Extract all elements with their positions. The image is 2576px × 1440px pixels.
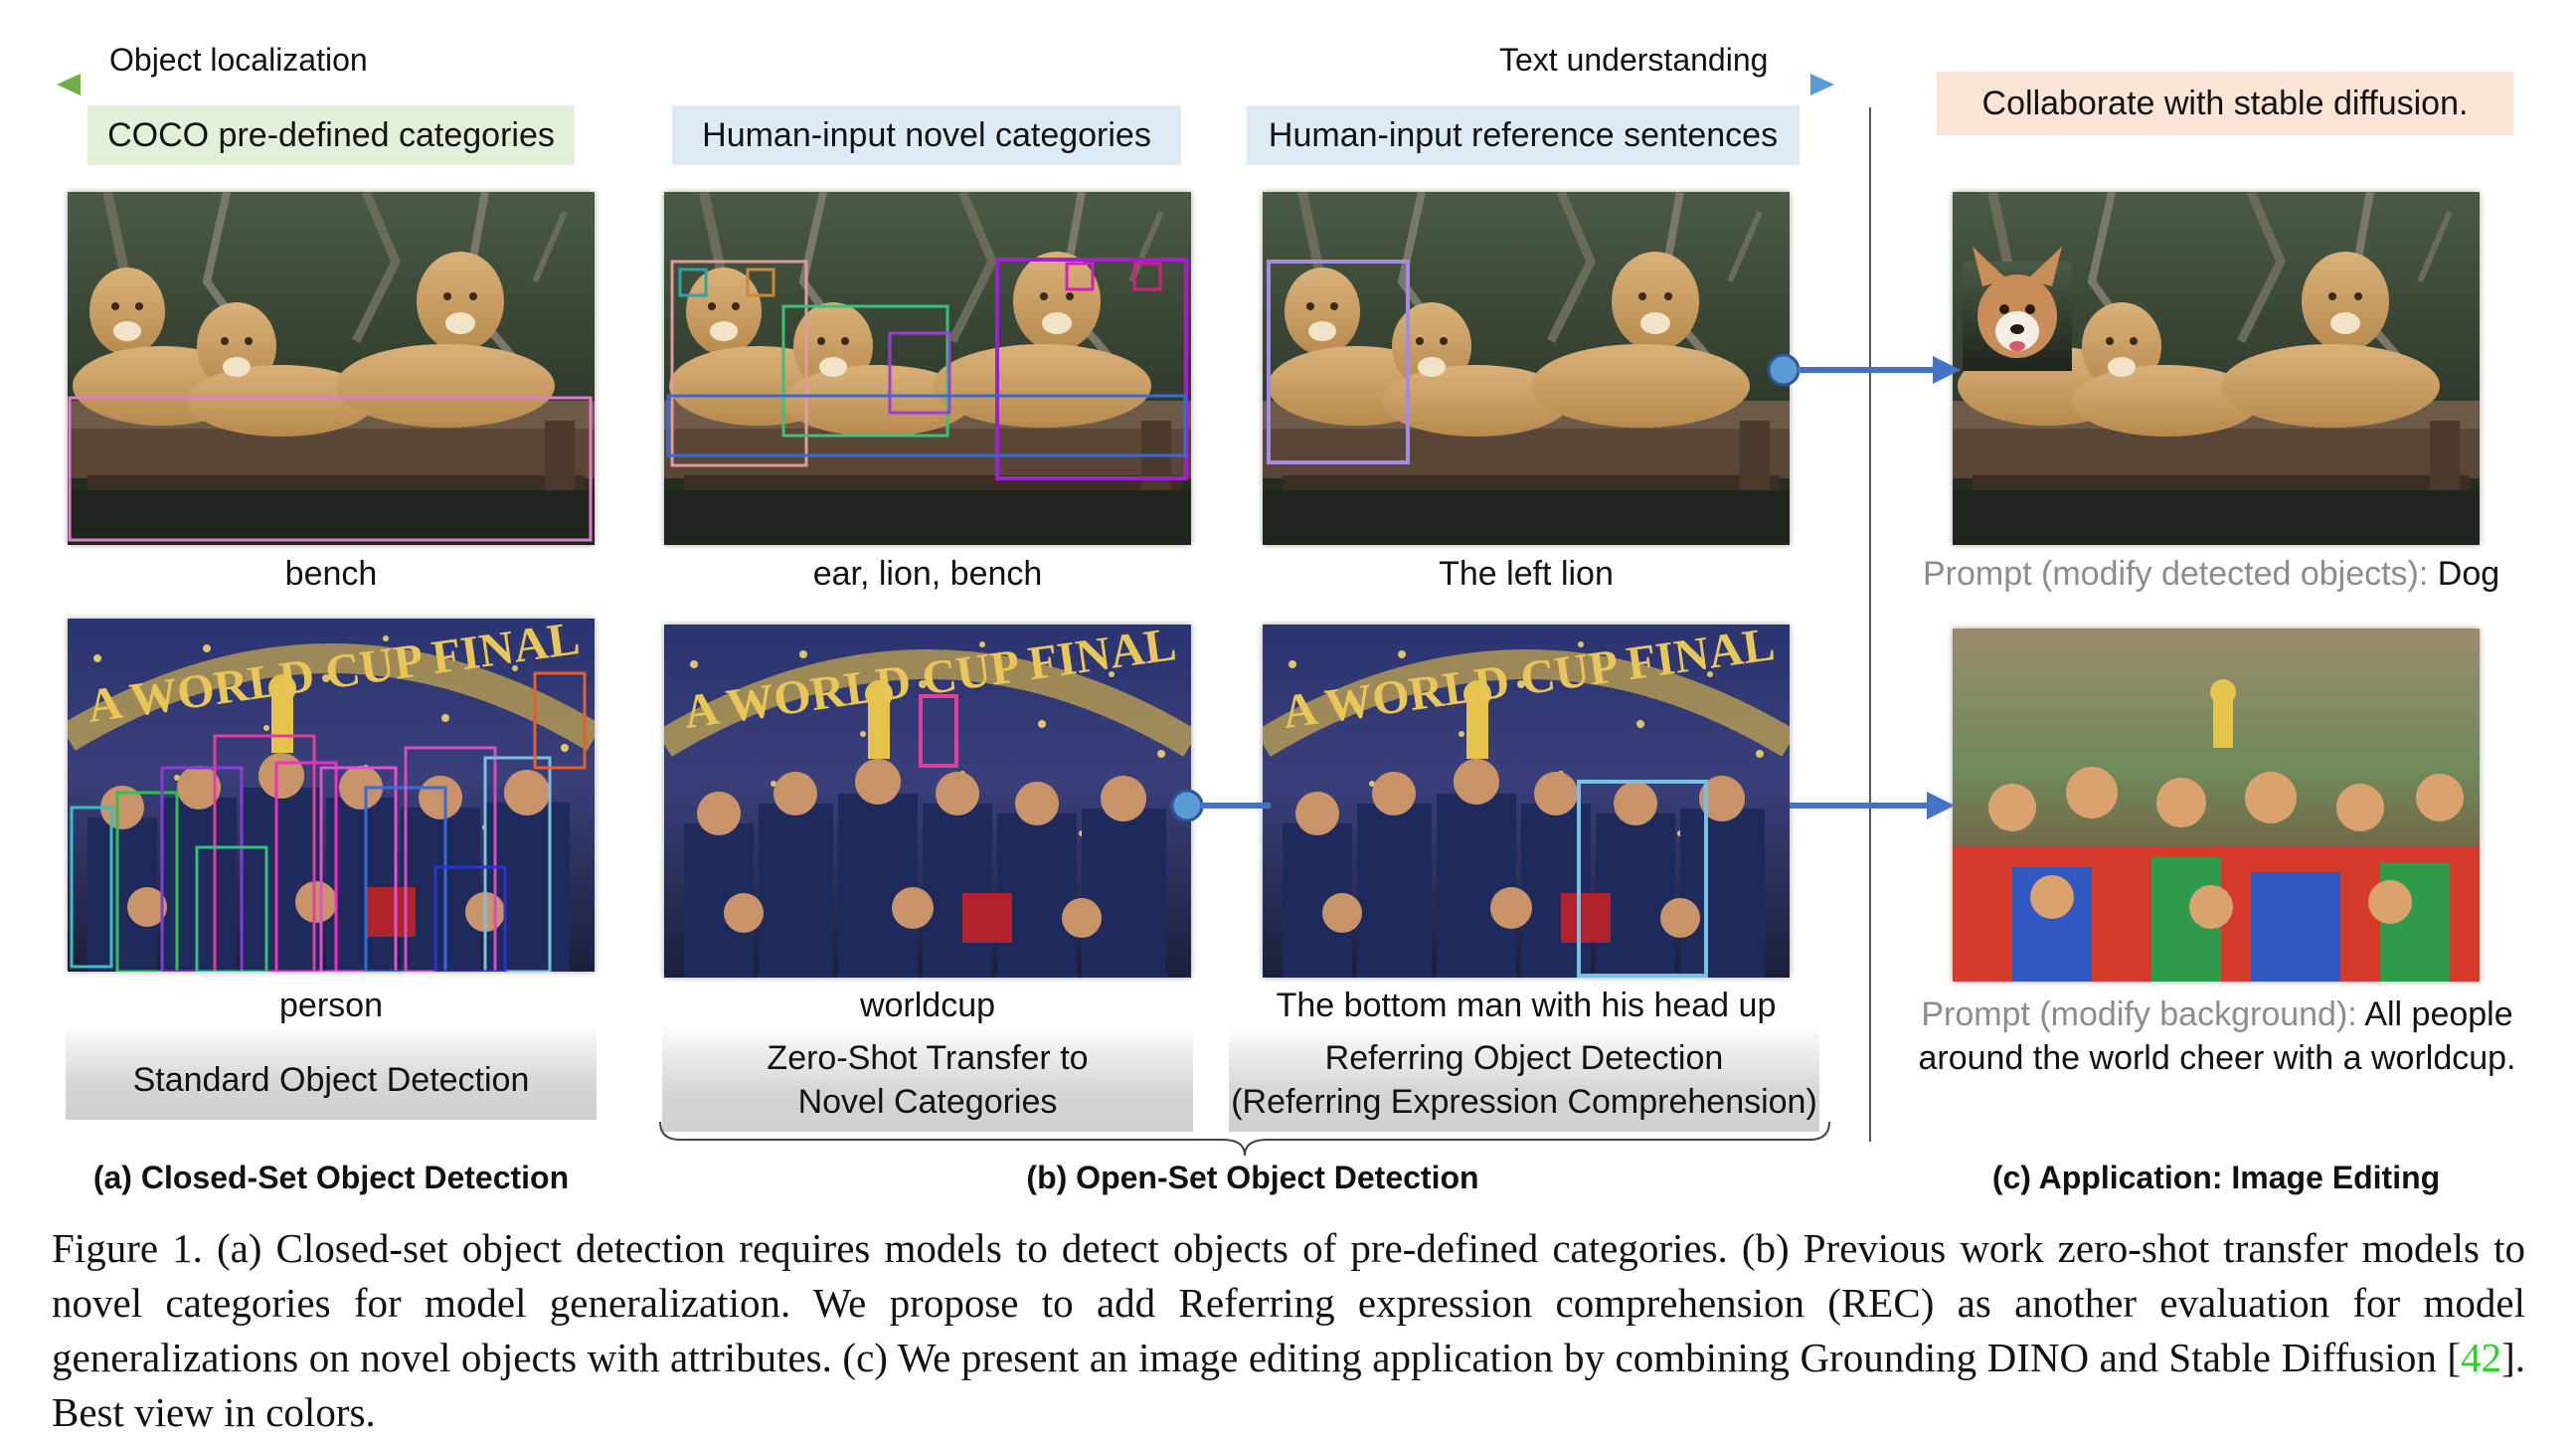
prompt-background-value2: around the world cheer with a worldcup.: [1918, 1039, 2516, 1077]
task-referring-line2: (Referring Expression Comprehension): [1231, 1083, 1817, 1121]
open-set-connector: [1171, 789, 1271, 822]
prompt-background-value1: All people: [2364, 995, 2513, 1033]
section-title-b: (b) Open-Set Object Detection: [1026, 1160, 1479, 1195]
edit-arrow-bottom: [1790, 792, 1955, 819]
task-zero-shot-line2: Novel Categories: [797, 1083, 1058, 1121]
prompt-background-label: Prompt (modify background):: [1921, 995, 2357, 1033]
caption-person: person: [279, 987, 383, 1024]
lion-image-bench: [68, 192, 595, 545]
task-standard-detection: Standard Object Detection: [66, 1024, 597, 1120]
worldcup-image-bottom-man: A WORLD CUP FINAL: [1263, 625, 1790, 978]
section-divider: [1869, 107, 1871, 1142]
worldcup-image-trophy: A WORLD CUP FINAL: [664, 625, 1191, 978]
citation-link[interactable]: 42: [2461, 1335, 2502, 1380]
closed-category-label: COCO pre-defined categories: [87, 105, 575, 165]
task-referring-line1: Referring Object Detection: [1324, 1039, 1724, 1077]
worldcup-image-person: A WORLD CUP FINAL: [68, 619, 595, 972]
prompt-detected-value: Dog: [2437, 555, 2500, 593]
task-standard-label: Standard Object Detection: [132, 1061, 530, 1099]
reference-category-label: Human-input reference sentences: [1247, 105, 1800, 165]
axis-left-label: Object localization: [109, 42, 368, 78]
lion-image-left-lion: [1263, 192, 1790, 545]
task-referring-detection: Referring Object Detection (Referring Ex…: [1229, 1024, 1819, 1132]
task-zero-shot-line1: Zero-Shot Transfer to: [767, 1039, 1089, 1077]
axis-right-label: Text understanding: [1499, 42, 1769, 78]
lion-image-ear-lion-bench: [664, 192, 1191, 545]
task-zero-shot: Zero-Shot Transfer to Novel Categories: [662, 1024, 1193, 1132]
caption-worldcup: worldcup: [859, 987, 996, 1024]
open-set-brace: [659, 1121, 1830, 1157]
figure-caption-tail: ]. Best view in colors.: [52, 1335, 2525, 1435]
caption-bench: bench: [284, 555, 378, 593]
figure-caption: Figure 1. (a) Closed-set object detectio…: [52, 1221, 2525, 1440]
section-title-c: (c) Application: Image Editing: [1991, 1160, 2441, 1195]
prompt-detected-label: Prompt (modify detected objects):: [1923, 555, 2429, 593]
figure-caption-text: Figure 1. (a) Closed-set object detectio…: [52, 1225, 2525, 1380]
prompt-background: Prompt (modify background): All people a…: [1889, 992, 2545, 1080]
edited-crowd-image: [1953, 629, 2480, 982]
application-label: Collaborate with stable diffusion.: [1937, 72, 2513, 135]
caption-left-lion: The left lion: [1439, 555, 1614, 593]
localization-understanding-arrow: [57, 74, 1834, 95]
edited-dog-image: [1953, 192, 2480, 545]
caption-ear-lion-bench: ear, lion, bench: [812, 555, 1043, 593]
section-title-a: (a) Closed-Set Object Detection: [92, 1160, 570, 1195]
edit-arrow-top: [1767, 353, 1961, 387]
prompt-detected-objects: Prompt (modify detected objects): Dog: [1923, 555, 2499, 594]
caption-bottom-man: The bottom man with his head up: [1276, 987, 1777, 1024]
novel-category-label: Human-input novel categories: [672, 105, 1181, 165]
